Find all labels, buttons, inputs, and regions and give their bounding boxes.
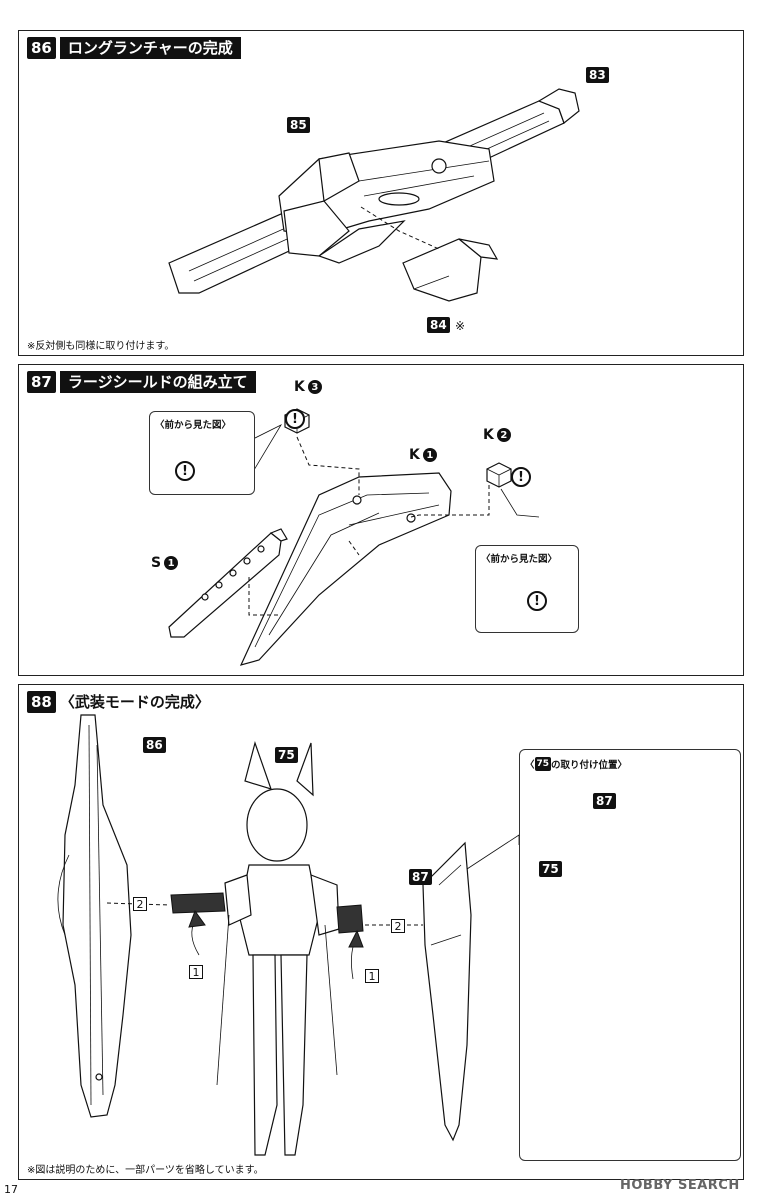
step-87-panel: 87 ラージシールドの組み立て	[18, 364, 744, 676]
runner-letter: K	[294, 379, 305, 395]
watermark: HOBBY SEARCH	[620, 1178, 740, 1193]
order-mark-1: 1	[365, 969, 379, 983]
inset-title-prefix: 〈	[525, 760, 535, 771]
step-title: 〈武装モードの完成〉	[59, 693, 210, 711]
runner-letter: S	[151, 555, 162, 571]
step-88-footnote: ※図は説明のために、一部パーツを省略しています。	[27, 1165, 264, 1176]
attachment-position-inset	[519, 749, 741, 1161]
step-87-header: 87 ラージシールドの組み立て	[27, 371, 256, 393]
warning-icon: !	[285, 409, 305, 429]
part-label-86: 86	[143, 737, 166, 753]
callout-title: 〈前から見た図〉	[481, 554, 558, 565]
part-label-75: 75	[275, 747, 298, 763]
long-launcher-illustration	[168, 88, 580, 302]
warning-icon: !	[527, 591, 547, 611]
step-86-header: 86 ロングランチャーの完成	[27, 37, 241, 59]
runner-number: 1	[422, 448, 437, 462]
front-view-callout-right	[475, 545, 579, 633]
runner-k3: K 3	[294, 379, 322, 395]
order-mark-2: 2	[133, 897, 147, 911]
step-86-footnote: ※反対側も同様に取り付けます。	[27, 341, 175, 352]
warning-icon: !	[175, 461, 195, 481]
step-88-panel: 88 〈武装モードの完成〉	[18, 684, 744, 1180]
step-number: 88	[27, 691, 56, 713]
inset-part-label-87: 87	[593, 793, 616, 809]
runner-number: 1	[164, 556, 179, 570]
runner-number: 3	[307, 380, 322, 394]
step-number: 86	[27, 37, 56, 59]
inset-part-label-75: 75	[539, 861, 562, 877]
inset-title-part: 75	[534, 757, 552, 771]
part-label-87: 87	[409, 869, 432, 885]
callout-title: 〈前から見た図〉	[155, 420, 232, 431]
step-86-panel: 86 ロングランチャーの完成 83 85 84 ※ ※反対側も同様に取り付けます…	[18, 30, 744, 356]
runner-letter: K	[409, 447, 420, 463]
part-84-note: ※	[455, 319, 466, 333]
inset-title: 〈 75 の取り付け位置〉	[525, 757, 627, 771]
runner-number: 2	[496, 428, 511, 442]
part-label-83: 83	[586, 67, 609, 83]
order-mark-1: 1	[189, 965, 203, 979]
part-label-85: 85	[287, 117, 310, 133]
warning-icon: !	[511, 467, 531, 487]
runner-s1: S 1	[151, 555, 179, 571]
inset-title-suffix: の取り付け位置〉	[551, 760, 628, 771]
front-view-callout-left	[149, 411, 255, 495]
runner-k1: K 1	[409, 447, 437, 463]
page-number: 17	[4, 1183, 18, 1196]
step-88-header: 88 〈武装モードの完成〉	[27, 691, 210, 713]
part-label-84: 84	[427, 317, 450, 333]
large-shield-illustration	[168, 408, 540, 666]
step-title: ロングランチャーの完成	[59, 37, 241, 59]
runner-k2: K 2	[483, 427, 511, 443]
step-title: ラージシールドの組み立て	[59, 371, 256, 393]
order-mark-2: 2	[391, 919, 405, 933]
step-number: 87	[27, 371, 56, 393]
runner-letter: K	[483, 427, 494, 443]
